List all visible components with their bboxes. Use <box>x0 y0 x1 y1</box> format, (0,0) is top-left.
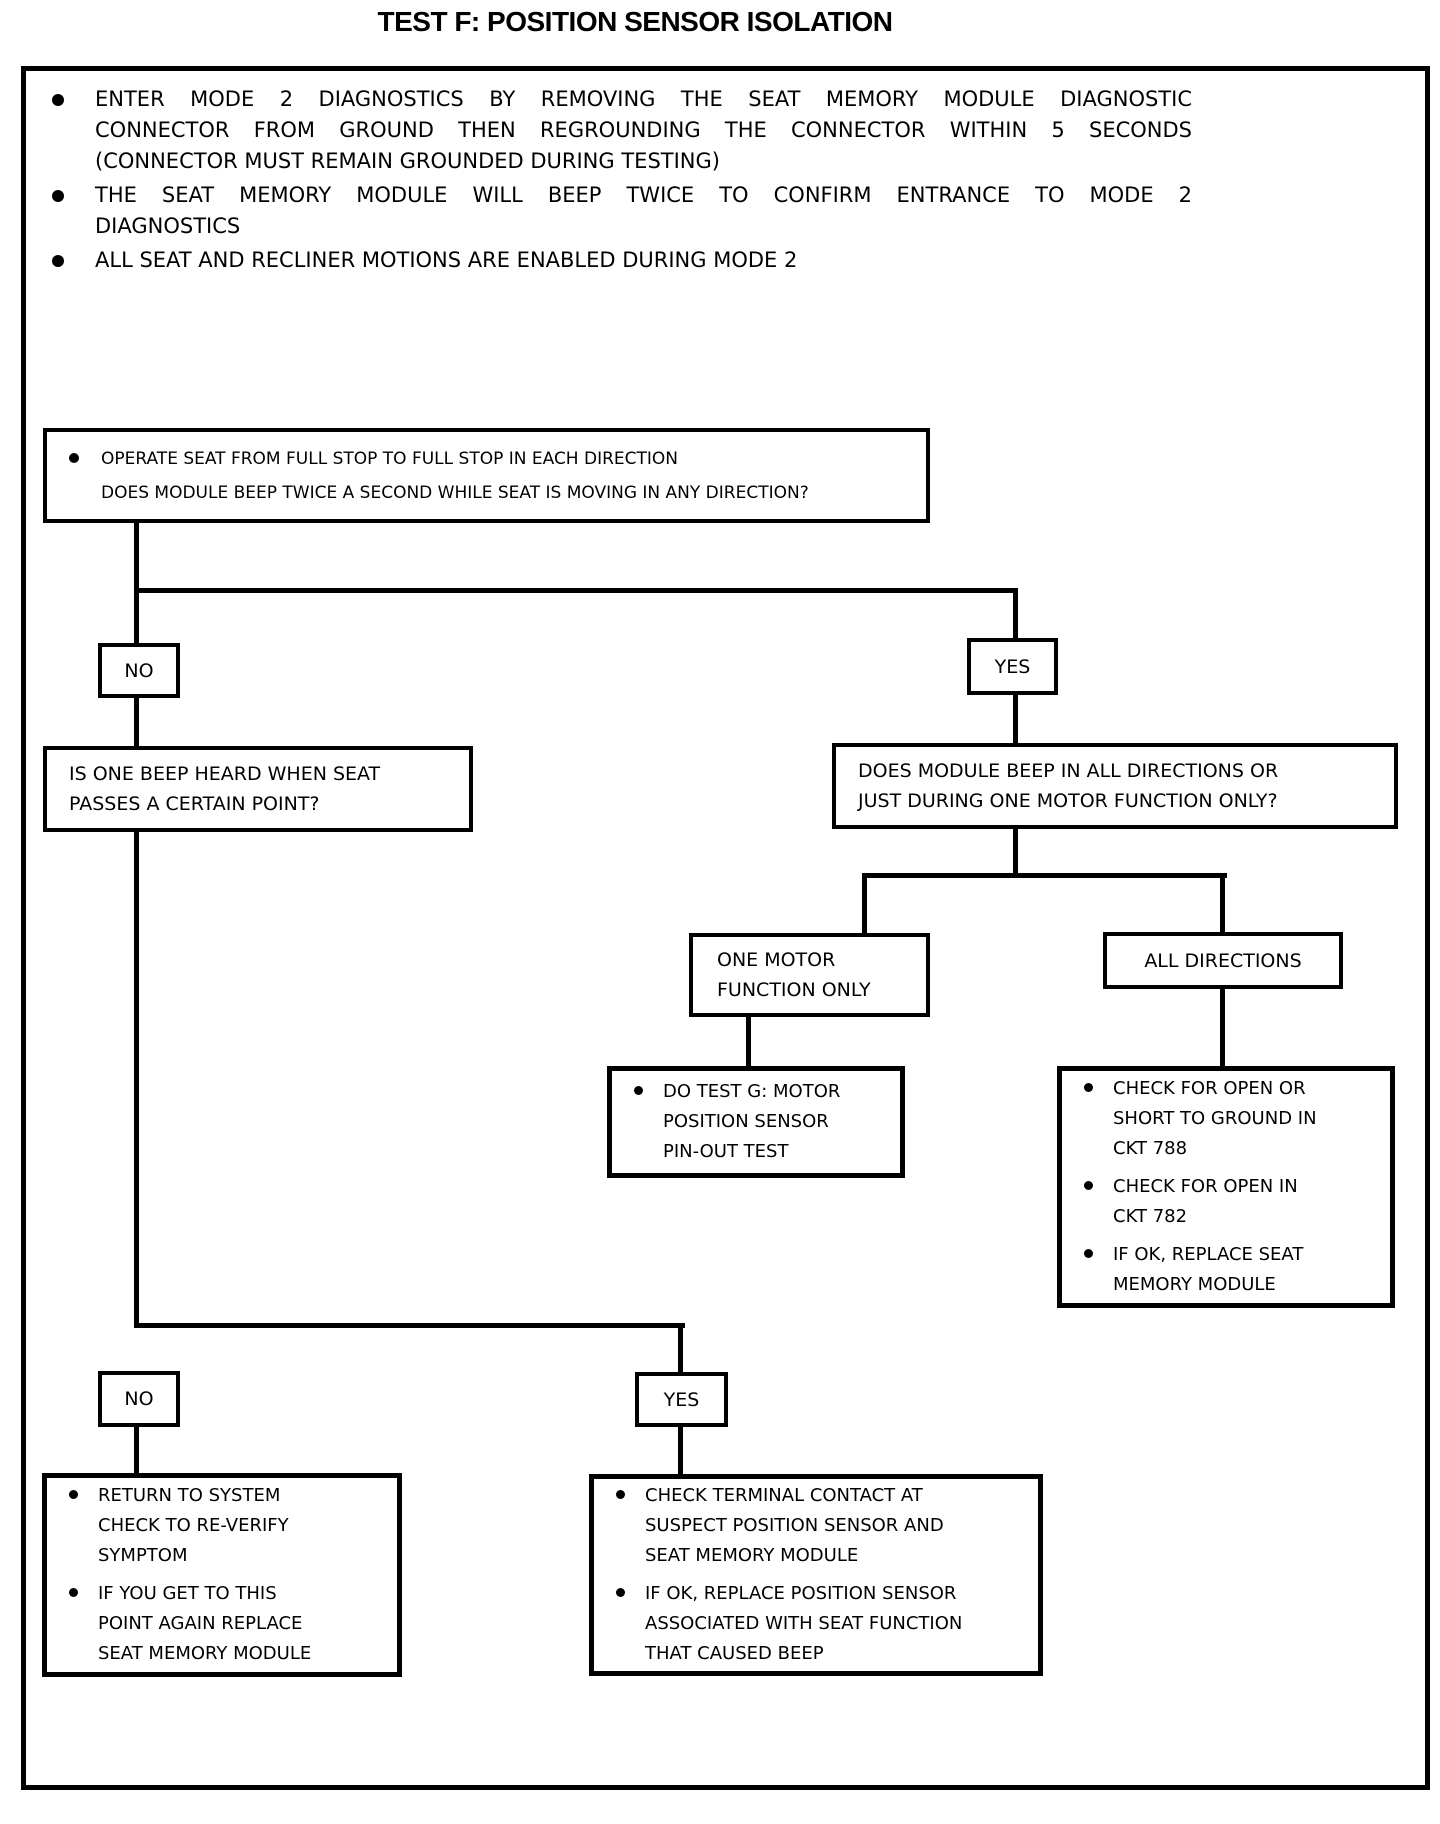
connector-no1-q2 <box>134 698 139 746</box>
q3-line: DOES MODULE BEEP IN ALL DIRECTIONS OR <box>858 760 1279 782</box>
bullet-icon <box>52 255 64 267</box>
return-line: RETURN TO SYSTEM <box>98 1485 281 1506</box>
connector-no2-return <box>134 1427 139 1473</box>
check-terminal-contact-box: CHECK TERMINAL CONTACT AT SUSPECT POSITI… <box>589 1474 1043 1676</box>
intro-bullet-1: ENTER MODE 2 DIAGNOSTICS BY REMOVING THE… <box>52 84 1192 177</box>
connector-q1-down <box>134 523 139 643</box>
terminal-line: SUSPECT POSITION SENSOR AND <box>645 1515 944 1536</box>
return-line: IF YOU GET TO THIS <box>98 1583 277 1604</box>
connector-yes1-q3 <box>1013 695 1018 743</box>
intro-line: (CONNECTOR MUST REMAIN GROUNDED DURING T… <box>95 149 720 173</box>
outer-border <box>21 66 1430 1790</box>
bullet-icon <box>616 1588 625 1597</box>
do-test-g-line: DO TEST G: MOTOR <box>663 1081 841 1102</box>
no1-label: NO <box>124 659 154 682</box>
do-test-g-line: POSITION SENSOR <box>663 1111 829 1132</box>
yes2-label: YES <box>663 1388 700 1411</box>
intro-bullet-2: THE SEAT MEMORY MODULE WILL BEEP TWICE T… <box>52 180 1192 242</box>
page-title: TEST F: POSITION SENSOR ISOLATION <box>377 6 893 37</box>
ckt-check-box: CHECK FOR OPEN OR SHORT TO GROUND IN CKT… <box>1057 1066 1395 1308</box>
one-motor-line: ONE MOTOR <box>717 949 836 971</box>
ckt-line: MEMORY MODULE <box>1113 1274 1276 1295</box>
q2-line: IS ONE BEEP HEARD WHEN SEAT <box>69 763 381 785</box>
terminal-line: CHECK TERMINAL CONTACT AT <box>645 1485 923 1506</box>
ckt-line: CHECK FOR OPEN OR <box>1113 1078 1306 1099</box>
terminal-line: THAT CAUSED BEEP <box>645 1643 824 1664</box>
return-line: CHECK TO RE-VERIFY <box>98 1515 289 1536</box>
bullet-icon <box>69 1588 78 1597</box>
q2-line: PASSES A CERTAIN POINT? <box>69 793 320 815</box>
ckt-line: CKT 782 <box>1113 1206 1188 1227</box>
one-motor-function-box: ONE MOTOR FUNCTION ONLY <box>689 933 930 1017</box>
connector-split3-left-down <box>862 873 867 933</box>
intro-bullet-list: ENTER MODE 2 DIAGNOSTICS BY REMOVING THE… <box>52 84 1192 276</box>
no2-label-box: NO <box>98 1371 180 1427</box>
q1-question-line: DOES MODULE BEEP TWICE A SECOND WHILE SE… <box>101 482 809 503</box>
yes1-label: YES <box>994 655 1031 678</box>
q2-one-beep-box: IS ONE BEEP HEARD WHEN SEAT PASSES A CER… <box>43 746 473 832</box>
connector-onemotor-dotestg <box>746 1017 751 1066</box>
no1-label-box: NO <box>98 643 180 698</box>
bullet-icon <box>616 1490 625 1499</box>
bullet-icon <box>69 452 79 463</box>
connector-split2-yes-down <box>678 1323 683 1372</box>
q1-operate-seat-box: OPERATE SEAT FROM FULL STOP TO FULL STOP… <box>43 428 930 523</box>
terminal-line: SEAT MEMORY MODULE <box>645 1545 859 1566</box>
return-line: POINT AGAIN REPLACE <box>98 1613 303 1634</box>
bullet-icon <box>1084 1249 1093 1258</box>
ckt-line: SHORT TO GROUND IN <box>1113 1108 1317 1129</box>
intro-line: CONNECTOR FROM GROUND THEN REGROUNDING T… <box>95 118 1192 142</box>
connector-split1-horizontal <box>134 588 1018 593</box>
yes1-label-box: YES <box>967 638 1058 695</box>
no2-label: NO <box>124 1388 154 1410</box>
terminal-line: IF OK, REPLACE POSITION SENSOR <box>645 1583 957 1604</box>
bullet-icon <box>1084 1181 1093 1190</box>
terminal-line: ASSOCIATED WITH SEAT FUNCTION <box>645 1613 963 1634</box>
intro-line: ALL SEAT AND RECLINER MOTIONS ARE ENABLE… <box>95 248 798 272</box>
do-test-g-box: DO TEST G: MOTOR POSITION SENSOR PIN-OUT… <box>607 1066 905 1178</box>
connector-q2-long-down <box>134 832 139 1328</box>
connector-q3-down <box>1013 829 1018 878</box>
connector-split3-horizontal <box>862 873 1227 878</box>
ckt-line: CKT 788 <box>1113 1138 1188 1159</box>
connector-split2-horizontal <box>134 1323 685 1328</box>
return-system-check-box: RETURN TO SYSTEM CHECK TO RE-VERIFY SYMP… <box>42 1473 402 1677</box>
bullet-icon <box>52 94 64 106</box>
q3-beep-directions-box: DOES MODULE BEEP IN ALL DIRECTIONS OR JU… <box>832 743 1398 829</box>
one-motor-line: FUNCTION ONLY <box>717 979 871 1001</box>
all-directions-box: ALL DIRECTIONS <box>1103 932 1343 989</box>
intro-line: DIAGNOSTICS <box>95 214 241 238</box>
connector-alldirections-ckt <box>1220 989 1225 1066</box>
connector-split1-yes-down <box>1013 588 1018 638</box>
q3-line: JUST DURING ONE MOTOR FUNCTION ONLY? <box>858 790 1278 812</box>
bullet-icon <box>52 190 64 202</box>
ckt-line: CHECK FOR OPEN IN <box>1113 1176 1298 1197</box>
connector-split3-right-down <box>1220 873 1225 932</box>
ckt-line: IF OK, REPLACE SEAT <box>1113 1244 1304 1265</box>
bullet-icon <box>634 1086 643 1095</box>
return-line: SEAT MEMORY MODULE <box>98 1643 312 1664</box>
intro-line: ENTER MODE 2 DIAGNOSTICS BY REMOVING THE… <box>95 87 1192 111</box>
do-test-g-line: PIN-OUT TEST <box>663 1141 789 1162</box>
yes2-label-box: YES <box>635 1372 728 1427</box>
return-line: SYMPTOM <box>98 1545 188 1566</box>
bullet-icon <box>1084 1083 1093 1092</box>
bullet-icon <box>69 1490 78 1499</box>
intro-line: THE SEAT MEMORY MODULE WILL BEEP TWICE T… <box>95 183 1192 207</box>
all-directions-label: ALL DIRECTIONS <box>1144 949 1302 972</box>
q1-action-line: OPERATE SEAT FROM FULL STOP TO FULL STOP… <box>101 448 679 469</box>
intro-bullet-3: ALL SEAT AND RECLINER MOTIONS ARE ENABLE… <box>52 245 1192 276</box>
connector-yes2-terminal <box>678 1427 683 1474</box>
